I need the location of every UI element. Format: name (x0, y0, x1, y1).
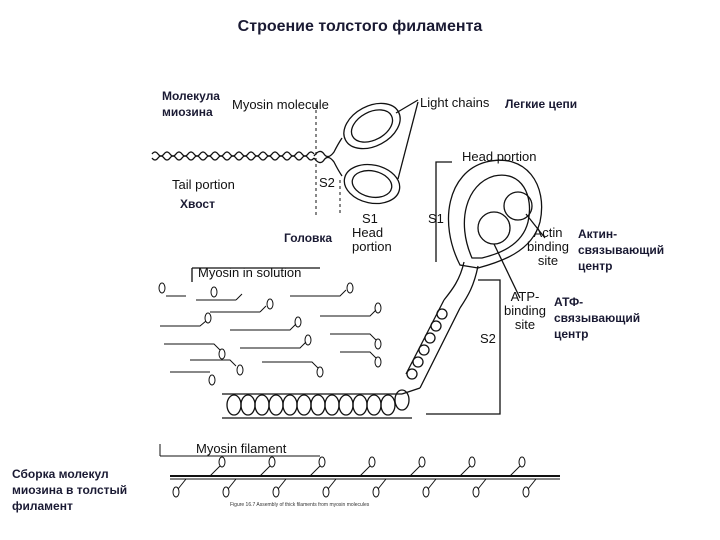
label-head-portion-right: Head portion (462, 149, 537, 164)
detail-head-inner (463, 174, 531, 259)
filament-coils (226, 389, 410, 416)
head-portion-bracket (435, 161, 452, 262)
myosin-head-upper-inner (350, 109, 394, 143)
label-ru-assembly: Сборка молекул миозина в толстый филамен… (12, 467, 128, 513)
label-s1-left: S1 (362, 211, 378, 226)
myosin-head-lower-inner (351, 169, 393, 199)
s2-bracket (426, 279, 501, 415)
myosin-tail-coil-2 (151, 155, 315, 161)
label-atp-binding-site: ATP-binding site (504, 289, 546, 332)
label-ru-myosin-molecule: Молекула миозина (162, 89, 220, 119)
label-myosin-filament: Myosin filament (196, 441, 287, 456)
actin-site-circle (477, 211, 511, 245)
label-s2-right: S2 (480, 331, 496, 346)
label-myosin-in-solution: Myosin in solution (198, 265, 302, 280)
label-s1-right: S1 (428, 211, 444, 226)
label-actin-binding-site: Actin binding site (527, 225, 569, 268)
label-ru-actin-center: Актин-связывающий центр (578, 227, 665, 273)
filament-heads (172, 456, 537, 498)
label-tail-portion: Tail portion (172, 177, 235, 192)
label-ru-tail: Хвост (180, 197, 215, 211)
atp-site-circle (503, 191, 533, 221)
label-myosin-molecule: Myosin molecule (232, 97, 329, 112)
label-head-portion-s1: Head portion (352, 225, 392, 254)
label-ru-head: Головка (284, 231, 333, 245)
myosin-head-upper (343, 102, 401, 150)
myosin-head-lower (343, 163, 401, 205)
solution-molecules (158, 282, 382, 386)
label-ru-light-chains: Легкие цепи (505, 97, 578, 111)
page-title: Строение толстого филамента (237, 18, 483, 35)
label-ru-atp-center: АТФ-связывающий центр (554, 295, 641, 341)
neck-coil (406, 308, 448, 380)
myosin-neck-s2 (313, 137, 343, 158)
detail-head-outline (447, 159, 543, 269)
figure-caption: Figure 16.7 Assembly of thick filaments … (230, 502, 370, 508)
label-s2-top: S2 (319, 175, 335, 190)
myosin-neck-s2b (313, 156, 343, 177)
label-light-chains: Light chains (420, 95, 490, 110)
